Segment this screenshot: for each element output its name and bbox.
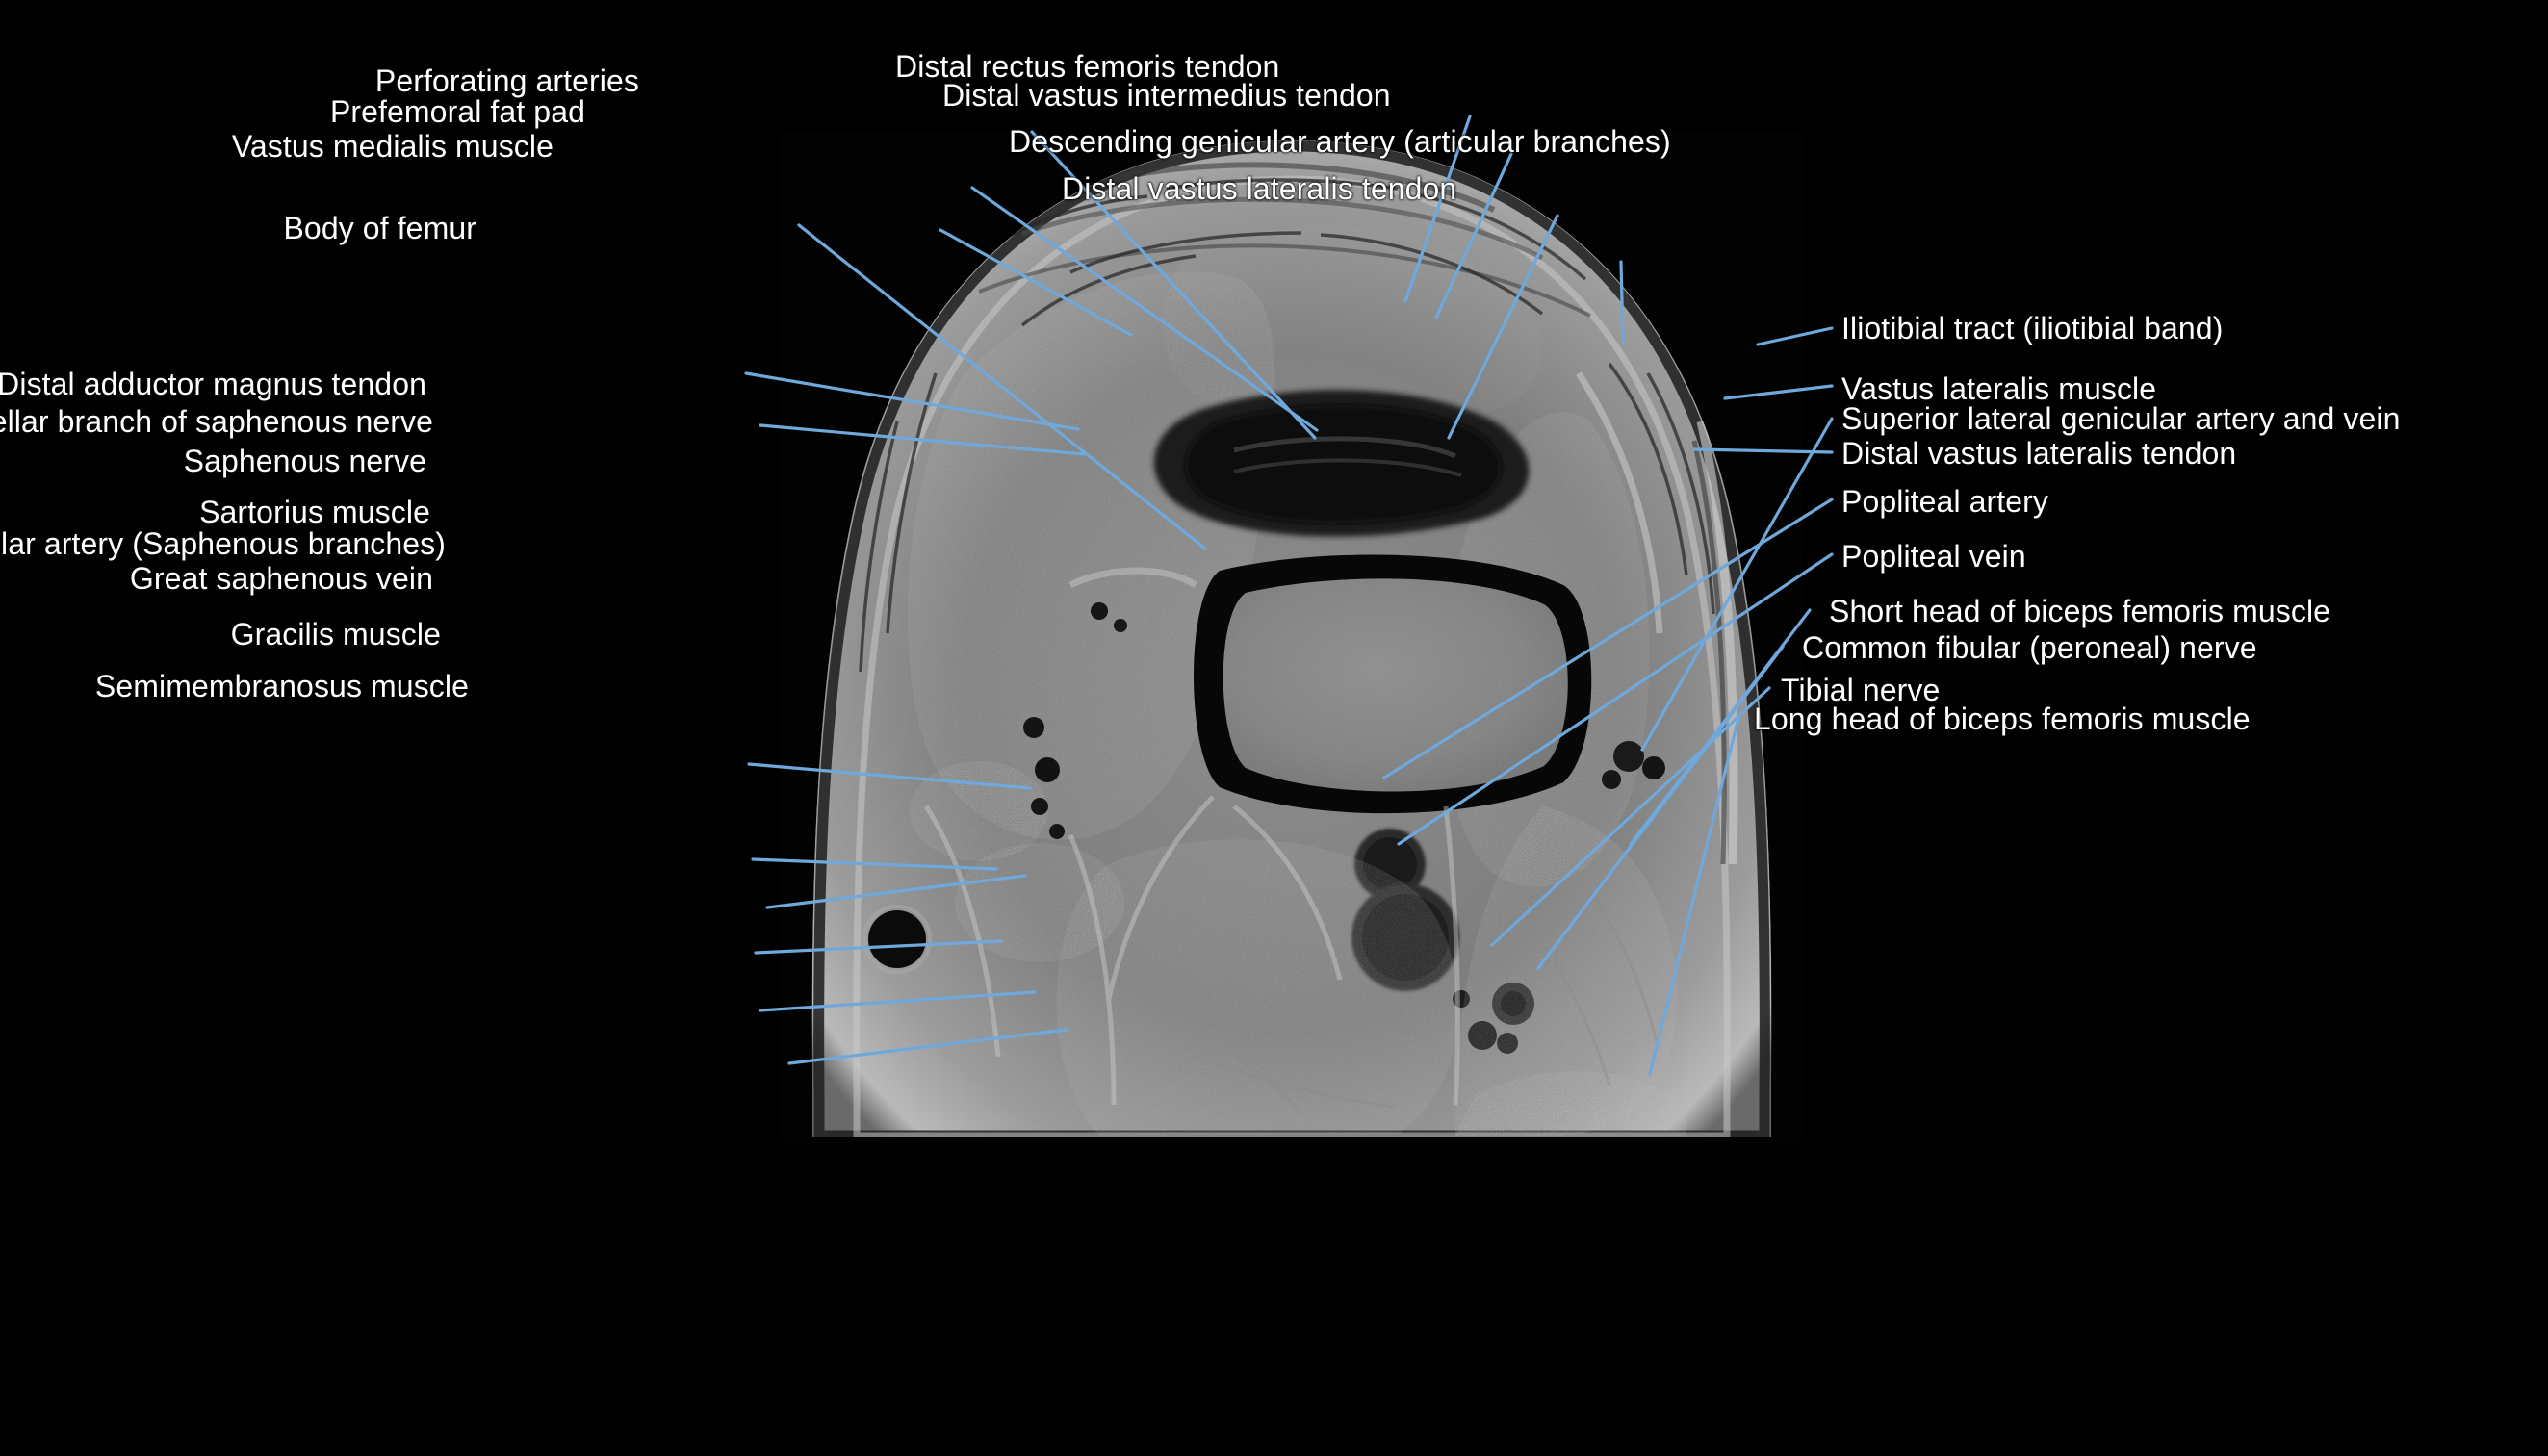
label-short-head-biceps-femoris: Short head of biceps femoris muscle [1829,594,2331,628]
label-infrapatellar-branch-saphenous: Infrapatellar branch of saphenous nerve [0,404,433,439]
label-distal-adductor-magnus-tendon: Distal adductor magnus tendon [0,367,426,401]
mri-axial-knee-image [782,133,1802,1143]
label-semimembranosus-muscle: Semimembranosus muscle [94,669,469,703]
adductor-magnus-tendon-region [1068,567,1197,632]
label-distal-vastus-lateralis-tendon-2: Distal vastus lateralis tendon [1841,436,2237,471]
long-head-biceps-femoris-region [1455,1070,1686,1136]
saphenous-branch-vessels [1023,717,1065,839]
label-saphenous-nerve: Saphenous nerve [183,444,426,478]
label-sartorius-muscle: Sartorius muscle [199,495,430,529]
label-vastus-medialis-muscle: Vastus medialis muscle [231,129,553,164]
label-distal-vastus-intermedius-tendon: Distal vastus intermedius tendon [942,78,1391,113]
mri-scan-graphic [782,133,1802,1143]
label-distal-rectus-femoris-tendon: Distal rectus femoris tendon [895,49,1280,84]
label-superior-lateral-genicular: Superior lateral genicular artery and ve… [1841,401,2401,436]
label-body-of-femur: Body of femur [283,211,476,245]
label-long-head-biceps-femoris: Long head of biceps femoris muscle [1754,702,2251,736]
label-common-fibular-nerve: Common fibular (peroneal) nerve [1802,630,2257,665]
label-descending-genicular-articular: Descending genicular artery (articular b… [1009,124,1671,159]
label-prefemoral-fat-pad: Prefemoral fat pad [329,94,585,129]
semimembranosus-region [1056,839,1458,1136]
label-popliteal-vein: Popliteal vein [1841,539,2026,574]
great-saphenous-vein-region [868,910,926,968]
label-tibial-nerve: Tibial nerve [1781,673,1941,707]
label-iliotibial-tract: Iliotibial tract (iliotibial band) [1841,311,2224,345]
label-vastus-lateralis-muscle: Vastus lateralis muscle [1841,371,2157,406]
fat-pad-core [1185,405,1502,524]
label-great-saphenous-vein: Great saphenous vein [129,561,433,596]
label-popliteal-artery: Popliteal artery [1841,484,2049,519]
label-gracilis-muscle: Gracilis muscle [230,617,441,651]
scan-bottom-crop [811,1137,1772,1138]
label-distal-vastus-lateralis-tendon-1: Distal vastus lateralis tendon [1062,171,1457,206]
intermuscular-septa [923,795,1460,1106]
label-descending-genicular-saphenous: Descending genicular artery (Saphenous b… [0,526,446,561]
label-perforating-arteries: Perforating arteries [374,64,639,98]
femur-trabeculae [1223,578,1568,792]
gracilis-muscle-region [955,843,1124,962]
